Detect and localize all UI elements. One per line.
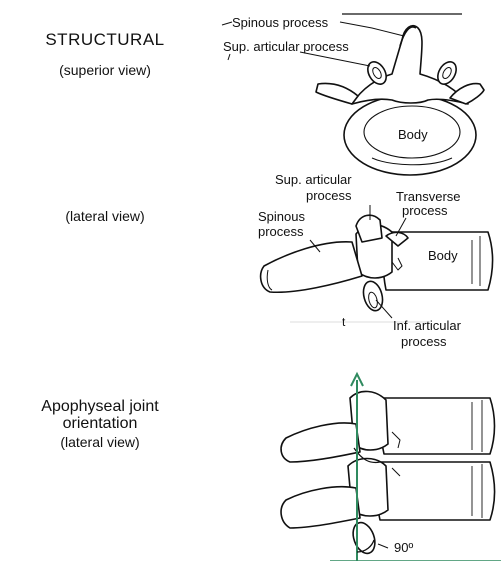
label-spinous-lateral-line2: process (258, 224, 304, 239)
left-transverse-process (316, 84, 358, 105)
upper-body (381, 398, 495, 454)
label-transverse-lateral-line2: process (402, 203, 448, 218)
upper-spinous-process (281, 423, 360, 462)
label-inf-articular-lateral-line1: Inf. articular (393, 318, 462, 333)
label-body-lateral: Body (428, 248, 458, 263)
angle-leader (378, 544, 388, 548)
label-sup-articular-process-superior: Sup. articular process (223, 39, 349, 54)
label-inf-articular-lateral-line2: process (401, 334, 447, 349)
lateral-sup-articular-process (356, 215, 382, 242)
label-body-superior: Body (398, 127, 428, 142)
lower-spinous-process (281, 487, 360, 528)
label-spinous-process-superior: Spinous process (232, 15, 329, 30)
apophyseal-vertebrae (281, 391, 494, 556)
label-sup-articular-lateral-line1: Sup. articular (275, 172, 352, 187)
lateral-spinous-process (261, 242, 362, 292)
label-transverse-lateral-line1: Transverse (396, 189, 461, 204)
label-spinous-lateral-line1: Spinous (258, 209, 305, 224)
label-sup-articular-lateral-line2: process (306, 188, 352, 203)
label-90-degree: 90º (394, 540, 413, 555)
